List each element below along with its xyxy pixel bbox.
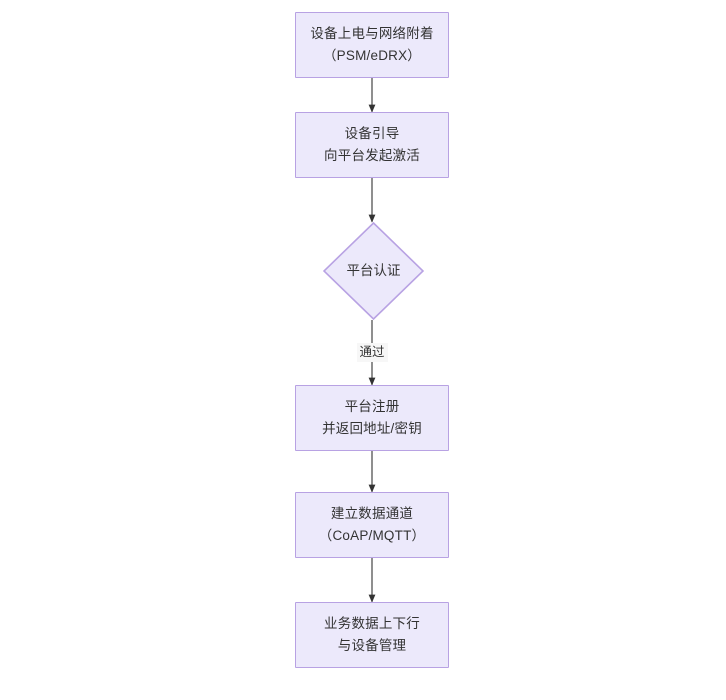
flow-node-bootstrap[interactable]: 设备引导向平台发起激活 — [295, 112, 449, 178]
flow-node-label: （PSM/eDRX） — [322, 48, 422, 63]
flow-node-platform-register[interactable]: 平台注册并返回地址/密钥 — [295, 385, 449, 451]
flow-node-label: 业务数据上下行 — [324, 616, 420, 631]
flow-node-label: 向平台发起激活 — [324, 148, 420, 163]
flow-node-label: 设备上电与网络附着 — [310, 26, 434, 41]
flow-node-label: 并返回地址/密钥 — [322, 421, 422, 436]
flow-node-label-line: 平台认证 — [346, 263, 401, 278]
flow-node-label: （CoAP/MQTT） — [318, 528, 426, 543]
flow-node-label: 平台认证 — [347, 261, 401, 281]
flow-node-label: 建立数据通道 — [330, 506, 414, 521]
decision-diamond-shape — [323, 222, 424, 320]
flow-node-data-channel[interactable]: 建立数据通道 （CoAP/MQTT） — [295, 492, 449, 558]
flow-node-business-data[interactable]: 业务数据上下行与设备管理 — [295, 602, 449, 668]
flow-node-power-on[interactable]: 设备上电与网络附着 （PSM/eDRX） — [295, 12, 449, 78]
flow-node-label: 平台注册 — [344, 399, 400, 414]
flow-node-label: 与设备管理 — [337, 638, 407, 653]
flow-node-label: 设备引导 — [344, 126, 400, 141]
flow-node-platform-auth[interactable]: 平台认证 — [323, 222, 424, 320]
flow-edge-label-e3: 通过 — [356, 342, 388, 362]
